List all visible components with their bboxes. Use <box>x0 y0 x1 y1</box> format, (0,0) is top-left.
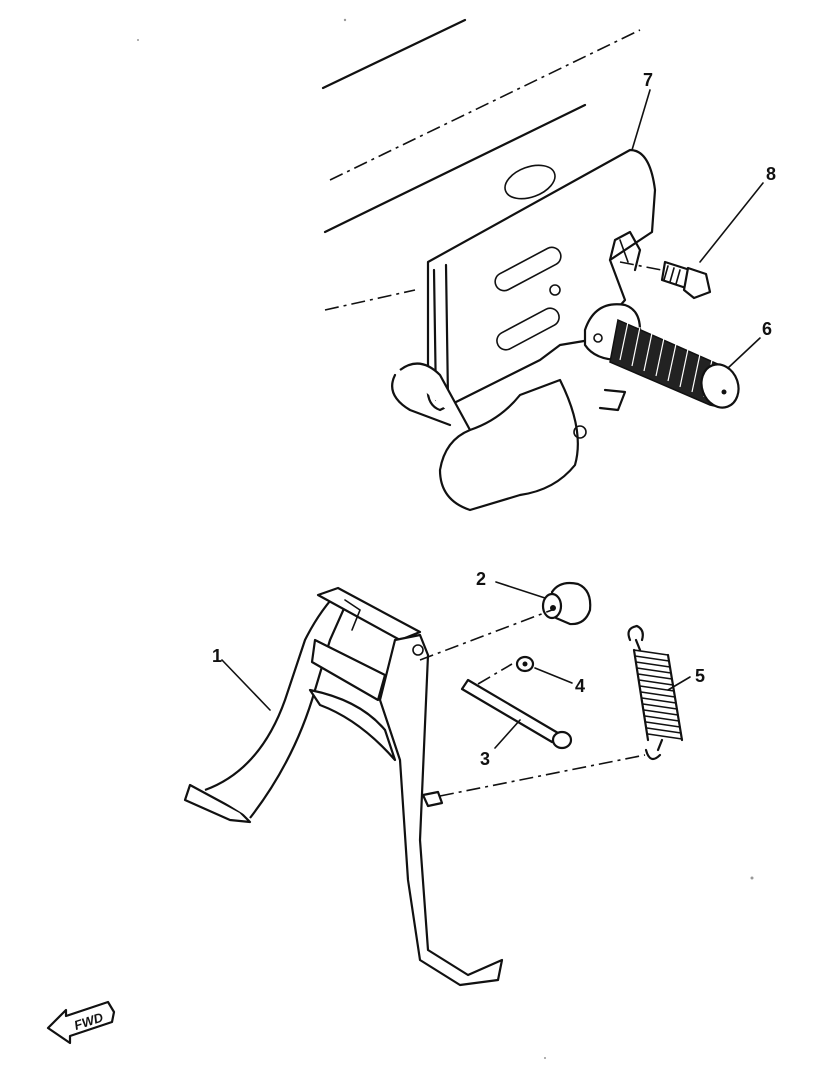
fwd-direction-badge: FWD <box>46 1000 116 1045</box>
washer-part-4 <box>477 655 535 685</box>
frame-outline <box>321 18 641 311</box>
main-stand-part-1 <box>183 586 504 987</box>
leader-lines <box>221 89 764 749</box>
footrest-bracket-part-7 <box>391 148 657 512</box>
bolt-part-8 <box>619 260 712 300</box>
stand-spring-part-5 <box>439 624 684 797</box>
stand-stopper-part-2 <box>541 581 592 626</box>
pivot-shaft-part-3 <box>419 609 573 750</box>
callout-3: 3 <box>480 749 490 769</box>
callout-labels: 1 2 3 4 5 6 7 8 <box>212 70 776 769</box>
callout-4: 4 <box>575 676 585 696</box>
fwd-arrow-icon <box>46 1000 116 1045</box>
scan-noise <box>137 18 754 1059</box>
callout-8: 8 <box>766 164 776 184</box>
callout-7: 7 <box>643 70 653 90</box>
footrest-rubber-part-6 <box>583 303 740 409</box>
callout-1: 1 <box>212 646 222 666</box>
callout-5: 5 <box>695 666 705 686</box>
callout-6: 6 <box>762 319 772 339</box>
callout-2: 2 <box>476 569 486 589</box>
